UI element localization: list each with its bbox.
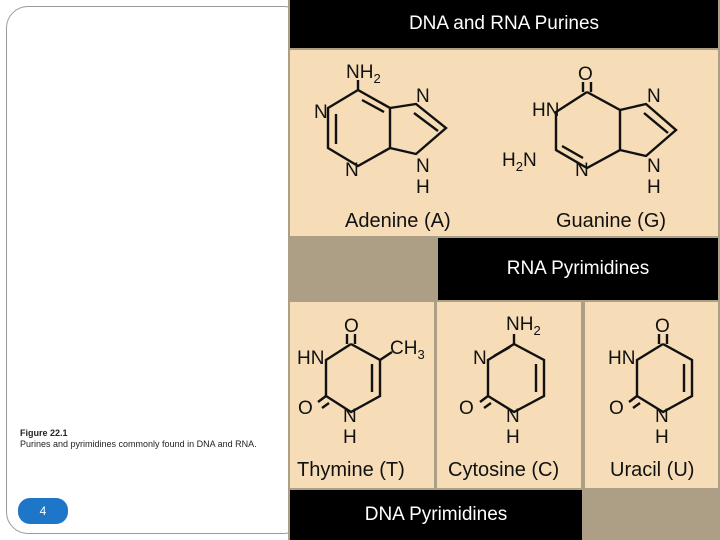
thymine-n1: N [343, 406, 357, 427]
thymine-carbonyl [317, 395, 327, 403]
guanine-structure: O HN H2N N N N H Guanine (G) [502, 64, 678, 232]
uracil-carbonyl [632, 402, 641, 409]
thymine-ch3: CH3 [390, 338, 425, 362]
cytosine-n1: N [506, 406, 520, 427]
thymine-hn3: HN [297, 348, 324, 369]
uracil-o2: O [609, 398, 624, 419]
thymine-h1: H [343, 427, 357, 448]
cytosine-label: Cytosine (C) [448, 459, 559, 481]
adenine-nh2: NH2 [346, 62, 381, 86]
figure-caption: Figure 22.1 Purines and pyrimidines comm… [20, 428, 290, 450]
cytosine-nh2: NH2 [506, 314, 541, 338]
thymine-structure: O CH3 HN O N H Thymine (T) [297, 316, 425, 481]
slide-card [6, 6, 306, 534]
uracil-o4: O [655, 316, 670, 337]
rna-pyrimidines-header: RNA Pyrimidines [438, 238, 718, 300]
uracil-h1: H [655, 427, 669, 448]
adenine-h9: H [416, 177, 430, 198]
adenine-label: Adenine (A) [345, 210, 451, 232]
thymine-methyl-bond [379, 351, 393, 361]
purines-panel [290, 50, 718, 236]
guanine-h9: H [647, 177, 661, 198]
thymine-o4: O [344, 316, 359, 337]
cytosine-n3: N [473, 348, 487, 369]
cytosine-structure: NH2 N O N H Cytosine (C) [448, 314, 559, 481]
caption-figure-number: Figure 22.1 [20, 428, 68, 438]
adenine-n9: N [416, 156, 430, 177]
adenine-six-ring [326, 88, 392, 168]
page-number-badge: 4 [18, 498, 68, 524]
uracil-n1: N [655, 406, 669, 427]
guanine-n7: N [647, 86, 661, 107]
guanine-double-bond [643, 112, 669, 134]
thymine-label: Thymine (T) [297, 459, 405, 481]
adenine-n7: N [416, 86, 430, 107]
guanine-n9: N [647, 156, 661, 177]
thymine-carbonyl [321, 402, 330, 409]
uracil-ring [635, 342, 694, 414]
adenine-double-bond [361, 98, 385, 114]
uracil-hn3: HN [608, 348, 635, 369]
guanine-h2n: H2N [502, 150, 537, 174]
adenine-structure: NH2 N N N N H Adenine (A) [314, 62, 451, 232]
cytosine-double-bond [493, 345, 511, 358]
adenine-five-ring [389, 102, 448, 156]
cytosine-o2: O [459, 398, 474, 419]
cytosine-panel [437, 302, 581, 488]
guanine-o6: O [578, 64, 593, 85]
guanine-label: Guanine (G) [556, 210, 666, 232]
uracil-panel [585, 302, 718, 488]
uracil-structure: O HN O N H Uracil (U) [608, 316, 694, 481]
guanine-hn1: HN [532, 100, 559, 121]
purines-header: DNA and RNA Purines [290, 0, 718, 48]
guanine-n3: N [575, 160, 589, 181]
thymine-panel [290, 302, 434, 488]
uracil-label: Uracil (U) [610, 459, 694, 481]
thymine-o2: O [298, 398, 313, 419]
caption-text: Purines and pyrimidines commonly found i… [20, 439, 257, 449]
dna-pyrimidines-header: DNA Pyrimidines [290, 490, 582, 540]
adenine-n3: N [345, 160, 359, 181]
adenine-double-bond [413, 112, 439, 132]
cytosine-carbonyl [479, 395, 489, 403]
adenine-n1: N [314, 102, 328, 123]
guanine-six-ring [554, 90, 622, 170]
cytosine-h1: H [506, 427, 520, 448]
uracil-carbonyl [628, 395, 638, 403]
guanine-double-bond [561, 144, 584, 160]
cytosine-carbonyl [483, 402, 492, 409]
cytosine-ring [486, 342, 546, 414]
guanine-five-ring [619, 102, 678, 158]
